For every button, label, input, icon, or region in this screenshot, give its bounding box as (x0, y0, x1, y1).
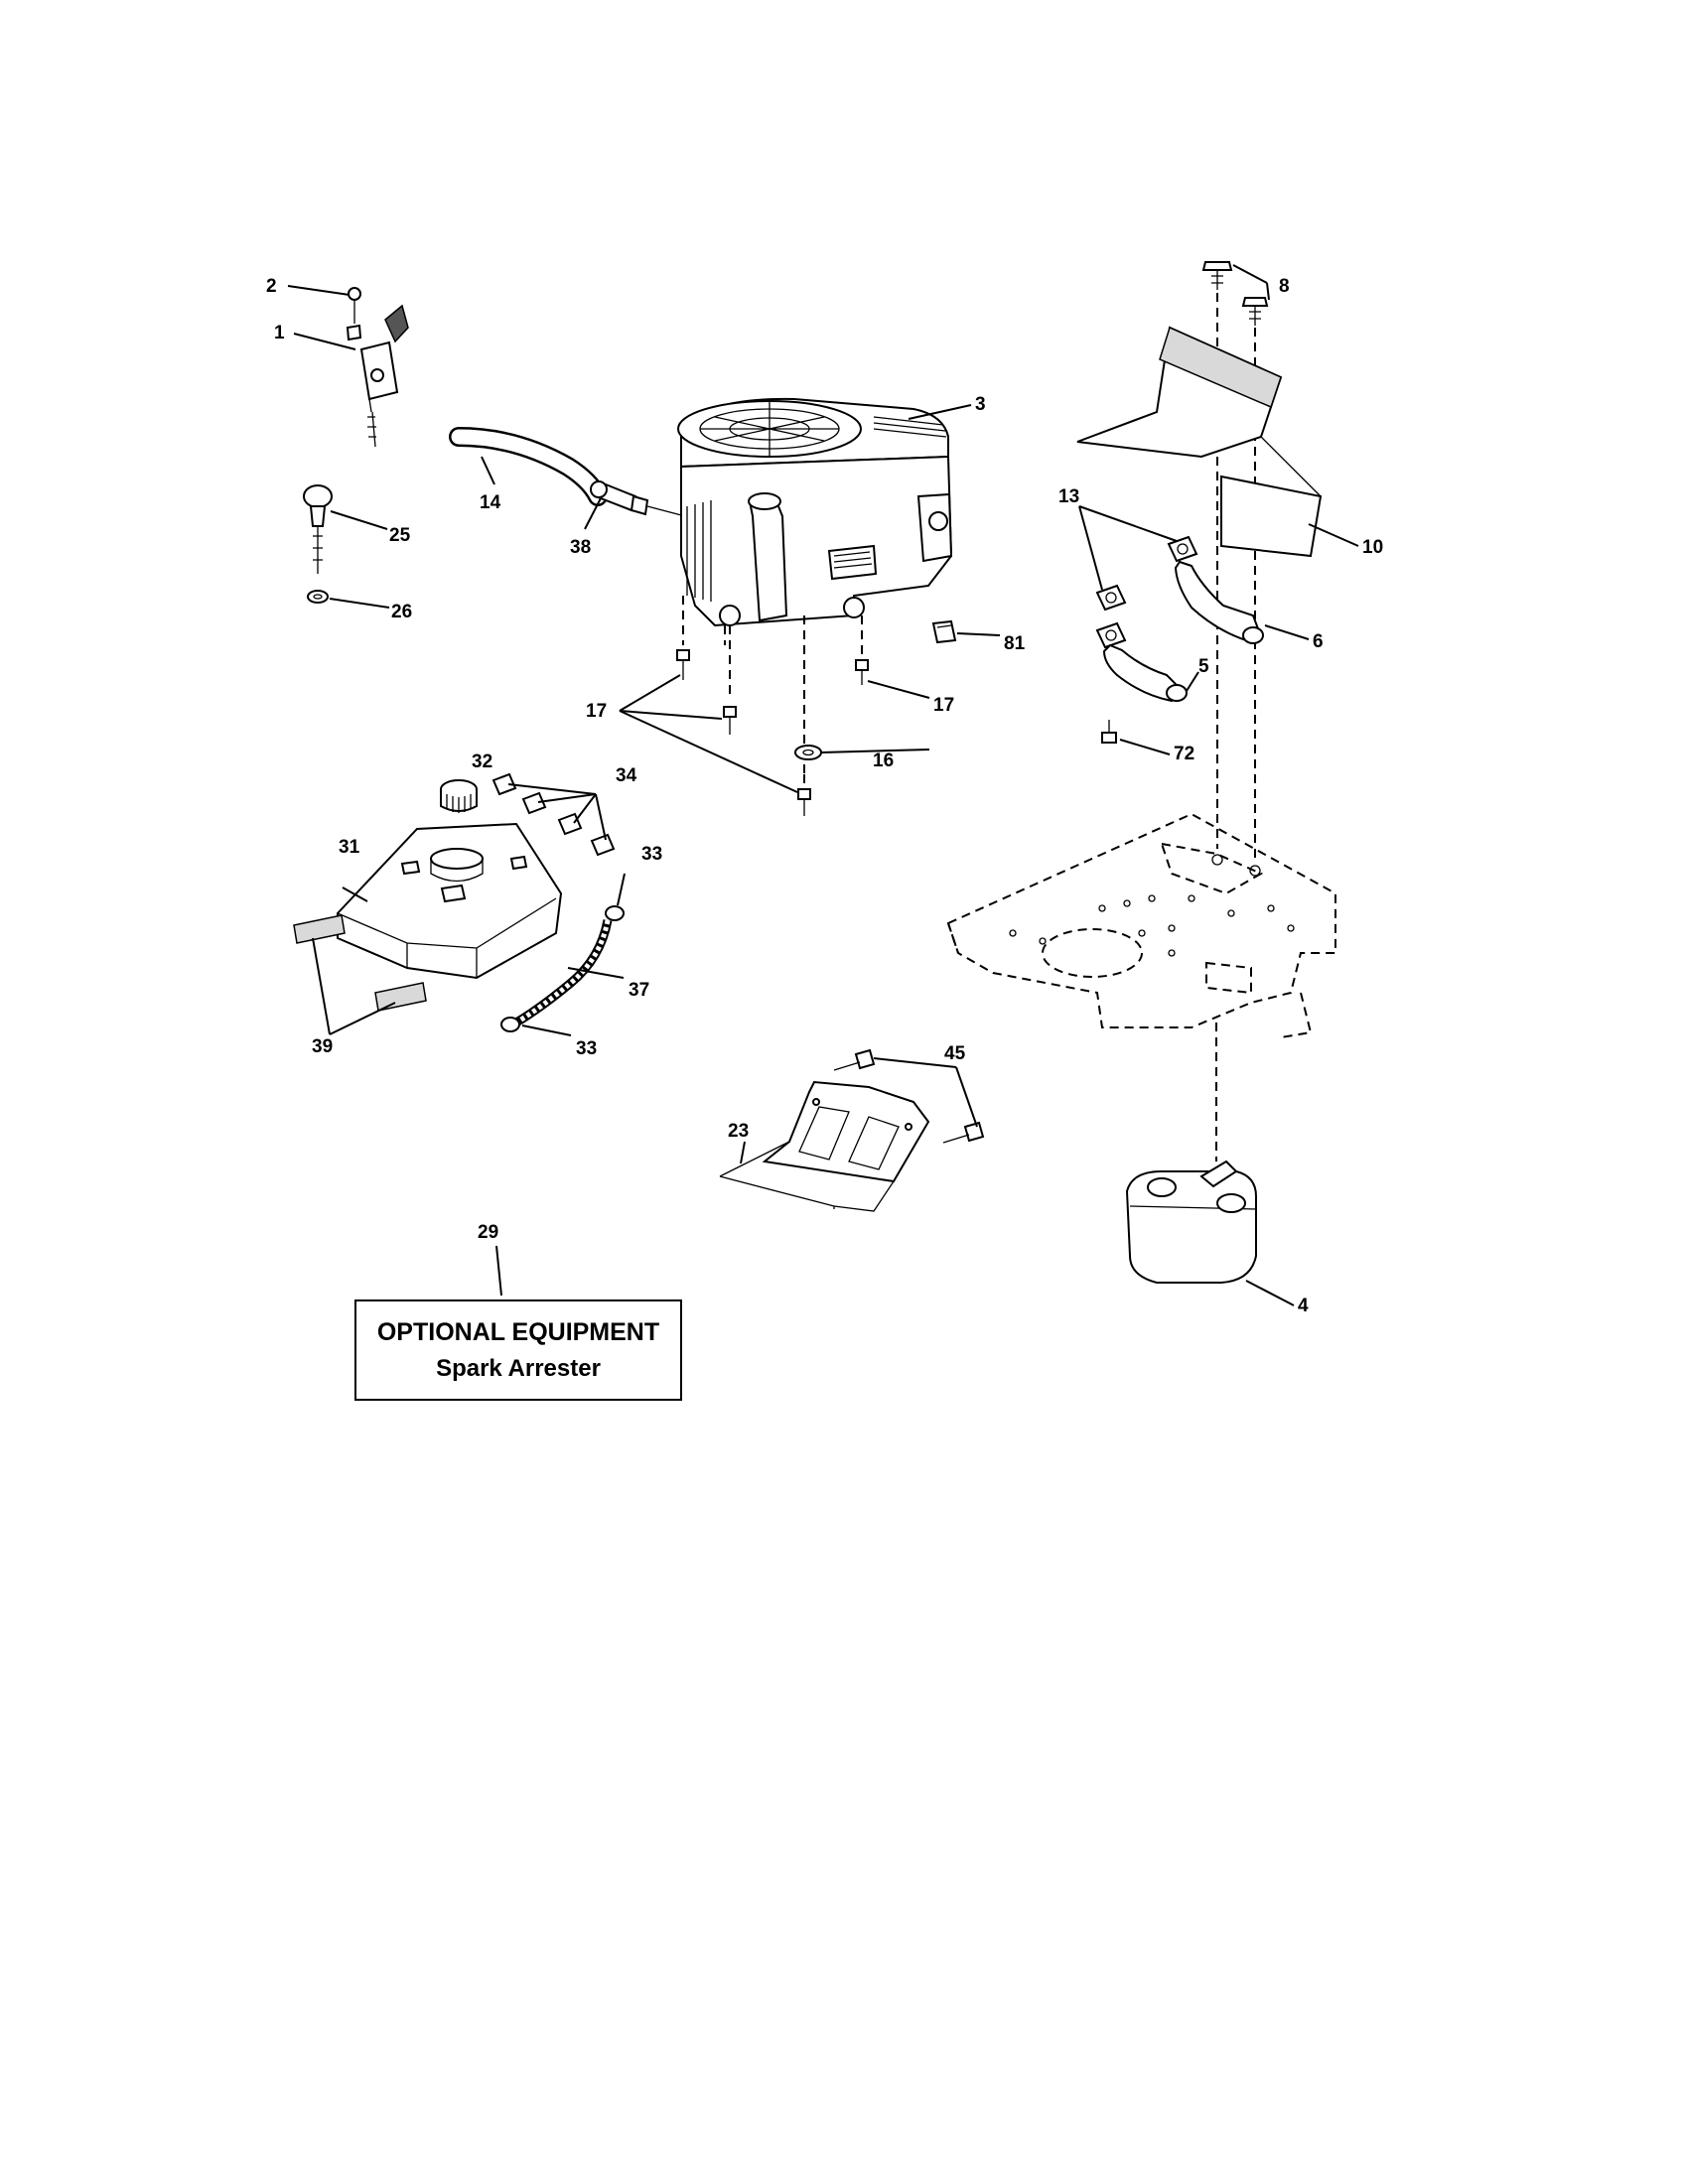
callout-16: 16 (873, 751, 894, 771)
part-engine-3 (677, 397, 953, 774)
callout-33-top: 33 (641, 844, 662, 865)
part-hose-37 (513, 919, 613, 1026)
part-gaskets-13 (1095, 535, 1198, 649)
callout-6: 6 (1313, 631, 1324, 652)
callout-8: 8 (1279, 276, 1290, 297)
callout-72: 72 (1174, 744, 1194, 764)
part-bolt-72 (1101, 720, 1117, 744)
part-exhaust-pipe-6 (1174, 560, 1264, 644)
callout-2: 2 (266, 276, 277, 297)
callout-5: 5 (1198, 656, 1209, 677)
callout-32: 32 (472, 751, 492, 772)
chassis-frame (946, 812, 1336, 1038)
part-choke-knob-25 (303, 484, 333, 574)
callout-31: 31 (339, 837, 360, 858)
optional-equipment-title: OPTIONAL EQUIPMENT (376, 1318, 660, 1346)
optional-equipment-subtitle: Spark Arrester (436, 1355, 601, 1382)
callout-17-right: 17 (933, 695, 954, 716)
part-heat-shield-23 (719, 1080, 930, 1212)
callout-45: 45 (944, 1043, 966, 1064)
callout-39: 39 (312, 1036, 333, 1057)
part-fuel-fitting-38 (590, 480, 686, 517)
part-muffler-4 (1125, 1023, 1257, 1284)
leader-lines (287, 264, 1359, 1306)
part-bolts-17 (676, 596, 869, 816)
callout-labels: 2 1 25 26 14 38 3 81 16 17 17 8 10 13 6 … (266, 276, 1383, 1316)
callout-13: 13 (1058, 486, 1079, 507)
callout-1: 1 (274, 323, 285, 343)
callout-33-bottom: 33 (576, 1038, 597, 1059)
part-foam-pads-39 (293, 914, 427, 1012)
part-washer-26 (307, 590, 329, 604)
part-knob-32 (440, 779, 478, 813)
part-81 (931, 619, 957, 644)
callout-81: 81 (1004, 633, 1026, 654)
part-bolts-45 (833, 1048, 985, 1144)
callout-14: 14 (480, 492, 501, 513)
optional-equipment-box: OPTIONAL EQUIPMENT Spark Arrester (354, 1299, 682, 1401)
part-air-cleaner-31 (337, 822, 563, 980)
callout-25: 25 (389, 525, 411, 546)
callout-10: 10 (1362, 537, 1383, 558)
callout-37: 37 (629, 980, 649, 1001)
part-clips-34 (491, 772, 616, 857)
callout-29: 29 (478, 1222, 498, 1243)
part-washer-16 (794, 745, 822, 760)
part-clamp-33-top (605, 905, 625, 921)
part-fuel-hose-14 (449, 427, 608, 506)
part-exhaust-pipe-5 (1102, 643, 1188, 703)
part-deflector-10 (1076, 326, 1323, 558)
callout-4: 4 (1298, 1296, 1309, 1316)
callout-3: 3 (975, 394, 986, 415)
callout-17-left: 17 (586, 701, 607, 722)
callout-26: 26 (391, 602, 412, 622)
part-clamp-33-bottom (500, 1017, 520, 1032)
callout-38: 38 (570, 537, 591, 558)
part-throttle-control (346, 304, 409, 448)
part-screw-2 (348, 287, 361, 324)
callout-23: 23 (728, 1121, 749, 1142)
callout-34: 34 (616, 765, 637, 786)
